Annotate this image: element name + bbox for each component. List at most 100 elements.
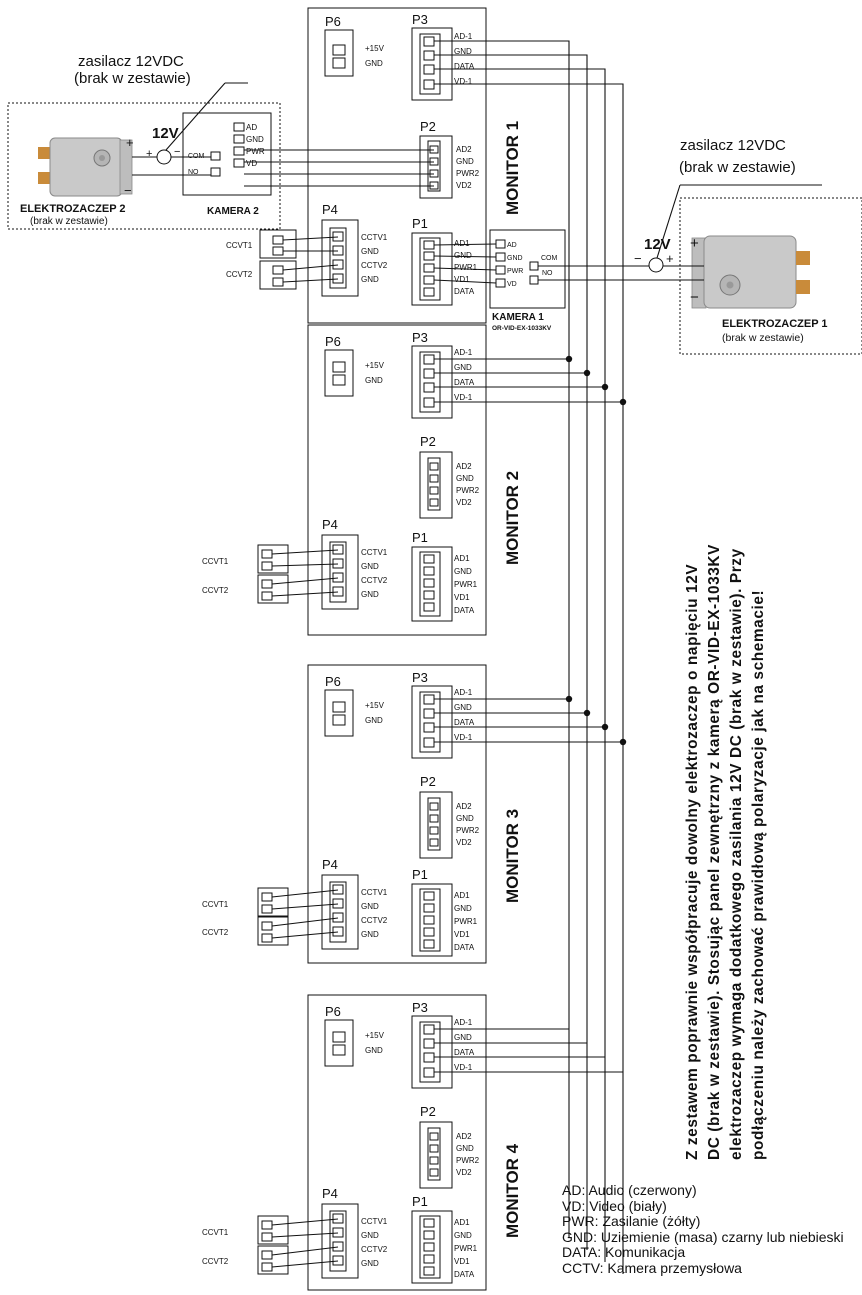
- monitor-1-label: MONITOR 1: [503, 121, 522, 215]
- svg-text:AD2: AD2: [456, 1132, 472, 1141]
- svg-text:+15V: +15V: [365, 361, 385, 370]
- svg-text:AD1: AD1: [454, 1218, 470, 1227]
- legend-item: CCTV: Kamera przemysłowa: [562, 1259, 742, 1276]
- svg-text:GND: GND: [454, 363, 472, 372]
- svg-text:PWR2: PWR2: [456, 486, 480, 495]
- svg-text:GND: GND: [456, 1144, 474, 1153]
- svg-text:CCVT1: CCVT1: [226, 241, 253, 250]
- bus-wires: [434, 40, 627, 1274]
- svg-text:(brak w zestawie): (brak w zestawie): [679, 159, 796, 176]
- legend-item: PWR: Zasilanie (żółty): [562, 1213, 701, 1229]
- svg-text:P1: P1: [412, 530, 428, 545]
- svg-text:VD-1: VD-1: [454, 1063, 473, 1072]
- note-line: elektrozaczep wymaga dodatkowego zasilan…: [728, 548, 745, 1160]
- svg-text:GND: GND: [454, 567, 472, 576]
- svg-text:AD1: AD1: [454, 239, 470, 248]
- svg-text:AD-1: AD-1: [454, 32, 473, 41]
- svg-text:VD2: VD2: [456, 498, 472, 507]
- svg-text:PWR1: PWR1: [454, 263, 478, 272]
- svg-text:CCTV1: CCTV1: [361, 233, 388, 242]
- camera-2-wires: [244, 149, 434, 187]
- svg-text:P6: P6: [325, 334, 341, 349]
- svg-text:CCTV2: CCTV2: [361, 1245, 388, 1254]
- svg-text:+: +: [690, 235, 699, 252]
- svg-text:(brak w zestawie): (brak w zestawie): [30, 216, 108, 227]
- svg-text:−: −: [690, 289, 699, 306]
- monitor-3: P6 +15V GND P3 AD-1 GND DATA VD-1 P2 AD2…: [307, 664, 522, 964]
- svg-text:AD1: AD1: [454, 891, 470, 900]
- note-line: podłączeniu należy zachować prawidłową p…: [750, 589, 767, 1160]
- legend-item: VD: Video (biały): [562, 1197, 667, 1214]
- svg-text:GND: GND: [454, 47, 472, 56]
- svg-text:CCTV2: CCTV2: [361, 261, 388, 270]
- svg-text:GND: GND: [456, 474, 474, 483]
- svg-text:GND: GND: [365, 59, 383, 68]
- legend-item: DATA: Komunikacja: [562, 1244, 686, 1260]
- svg-text:P1: P1: [412, 867, 428, 882]
- svg-text:GND: GND: [365, 1046, 383, 1055]
- svg-text:AD: AD: [246, 123, 257, 132]
- svg-text:DATA: DATA: [454, 606, 475, 615]
- camera-2-assembly: AD GND PWR VD COM NO KAMERA 2 ELEKTROZAC…: [7, 82, 281, 230]
- svg-text:GND: GND: [507, 255, 523, 262]
- power-supply-2-icon: [156, 149, 172, 165]
- svg-text:DATA: DATA: [454, 718, 475, 727]
- svg-text:GND: GND: [361, 1231, 379, 1240]
- lock-2-icon: [38, 137, 133, 197]
- legend-item: AD: Audio (czerwony): [562, 1183, 697, 1198]
- svg-text:GND: GND: [454, 904, 472, 913]
- supply-1-label: zasilacz 12VDC: [680, 137, 786, 154]
- svg-text:P2: P2: [420, 774, 436, 789]
- svg-text:VD1: VD1: [454, 930, 470, 939]
- svg-text:P4: P4: [322, 857, 338, 872]
- svg-text:DATA: DATA: [454, 62, 475, 71]
- svg-text:CCVT2: CCVT2: [202, 586, 229, 595]
- lock-1-icon: [691, 235, 810, 309]
- svg-text:(brak w zestawie): (brak w zestawie): [722, 332, 804, 344]
- svg-text:P3: P3: [412, 12, 428, 27]
- svg-text:VD-1: VD-1: [454, 77, 473, 86]
- svg-text:12V: 12V: [644, 236, 671, 253]
- svg-text:VD1: VD1: [454, 275, 470, 284]
- supply-2-label: zasilacz 12VDC: [78, 53, 184, 70]
- note-line: DC (brak w zestawie). Stosując panel zew…: [706, 543, 723, 1160]
- svg-text:P3: P3: [412, 670, 428, 685]
- svg-text:GND: GND: [361, 902, 379, 911]
- svg-text:−: −: [124, 183, 132, 198]
- svg-text:+: +: [126, 135, 134, 150]
- svg-text:CCTV1: CCTV1: [361, 548, 388, 557]
- svg-text:DATA: DATA: [454, 1270, 475, 1279]
- svg-text:P4: P4: [322, 202, 338, 217]
- svg-text:DATA: DATA: [454, 943, 475, 952]
- svg-text:−: −: [174, 146, 180, 158]
- svg-text:GND: GND: [361, 275, 379, 284]
- legend: AD: Audio (czerwony) VD: Video (biały) P…: [562, 1183, 862, 1276]
- svg-text:GND: GND: [365, 376, 383, 385]
- svg-text:GND: GND: [361, 930, 379, 939]
- monitor-3-label: MONITOR 3: [503, 809, 522, 903]
- svg-text:+: +: [666, 251, 674, 266]
- svg-text:+: +: [146, 148, 152, 160]
- svg-text:PWR1: PWR1: [454, 1244, 478, 1253]
- monitor-4: P6 +15V GND P3 AD-1 GND DATA VD-1 P2 AD2…: [307, 994, 522, 1291]
- svg-text:P3: P3: [412, 1000, 428, 1015]
- svg-text:GND: GND: [361, 1259, 379, 1268]
- svg-text:PWR: PWR: [507, 268, 523, 275]
- svg-text:P6: P6: [325, 14, 341, 29]
- svg-text:CCVT2: CCVT2: [226, 270, 253, 279]
- camera-1-assembly: AD GND PWR VD COM NO KAMERA 1 OR-VID-EX-…: [433, 229, 566, 332]
- svg-text:CCTV1: CCTV1: [361, 888, 388, 897]
- svg-text:DATA: DATA: [454, 378, 475, 387]
- svg-text:12V: 12V: [152, 125, 179, 142]
- svg-text:VD-1: VD-1: [454, 733, 473, 742]
- svg-text:VD2: VD2: [456, 1168, 472, 1177]
- svg-text:GND: GND: [456, 814, 474, 823]
- svg-text:VD: VD: [507, 281, 517, 288]
- svg-text:P1: P1: [412, 1194, 428, 1209]
- svg-text:CCVT1: CCVT1: [202, 1228, 229, 1237]
- legend-item: GND: Uziemienie (masa) czarny lub niebie…: [562, 1228, 844, 1245]
- svg-text:P2: P2: [420, 434, 436, 449]
- svg-text:P6: P6: [325, 1004, 341, 1019]
- svg-text:AD2: AD2: [456, 462, 472, 471]
